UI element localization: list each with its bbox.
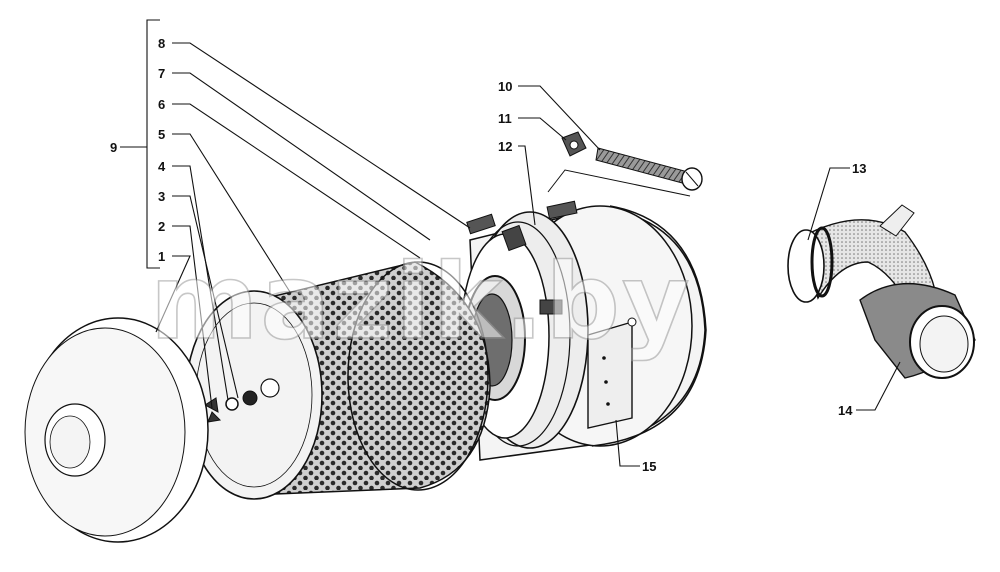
front-cover [24, 317, 209, 543]
bolt-position-guide [547, 169, 691, 197]
callout-15: 15 [642, 459, 656, 474]
callout-3: 3 [158, 189, 165, 204]
callout-labels: 8 7 6 5 4 3 2 1 9 10 11 12 13 14 15 [110, 36, 866, 474]
leader-lines [155, 42, 901, 467]
nut [561, 131, 587, 157]
callout-6: 6 [158, 97, 165, 112]
clamp-latches [466, 200, 578, 315]
callout-5: 5 [158, 127, 165, 142]
callout-13: 13 [852, 161, 866, 176]
callout-11: 11 [498, 111, 512, 126]
bolt [595, 147, 703, 191]
callout-10: 10 [498, 79, 512, 94]
callout-14: 14 [838, 403, 853, 418]
callout-1: 1 [158, 249, 165, 264]
group-bracket [120, 19, 160, 269]
elbow-hose [787, 204, 936, 303]
callout-9: 9 [110, 140, 117, 155]
callout-4: 4 [158, 159, 166, 174]
watermark: mazik.by [150, 241, 692, 363]
callout-2: 2 [158, 219, 165, 234]
mounting-bracket [587, 317, 637, 429]
callout-12: 12 [498, 139, 512, 154]
callout-8: 8 [158, 36, 165, 51]
rubber-sleeve [859, 282, 976, 379]
callout-7: 7 [158, 66, 165, 81]
filter-element [185, 261, 491, 500]
